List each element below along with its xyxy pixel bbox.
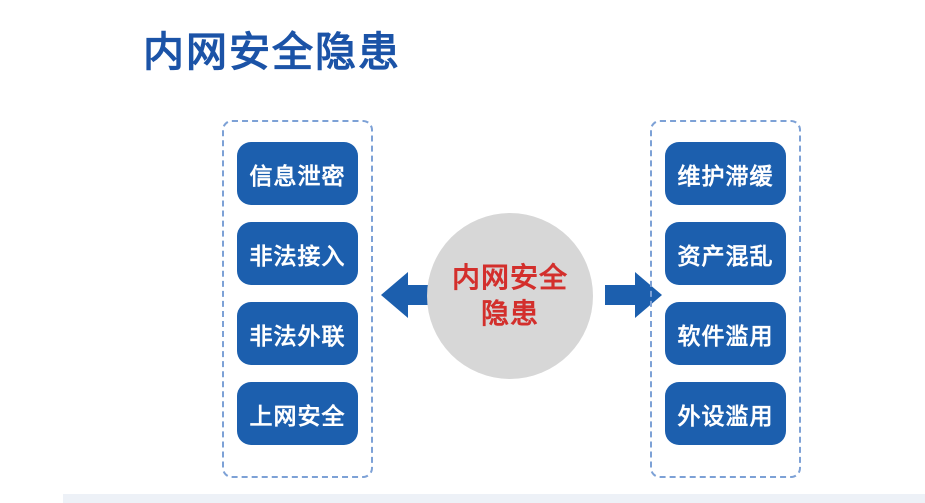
list-item-peripheral-abuse: 外设滥用 xyxy=(665,382,786,445)
list-item-label: 非法外联 xyxy=(249,322,346,349)
list-item-illegal-access: 非法接入 xyxy=(237,222,358,285)
list-item-label: 外设滥用 xyxy=(677,402,774,429)
left-arrow-head xyxy=(381,272,408,318)
center-circle: 内网安全 隐患 xyxy=(427,213,593,379)
list-item-maintenance-lag: 维护滞缓 xyxy=(665,142,786,205)
right-hazard-group: 维护滞缓 资产混乱 软件滥用 外设滥用 xyxy=(650,120,801,478)
center-label-line2: 隐患 xyxy=(480,298,539,329)
center-circle-label: 内网安全 隐患 xyxy=(452,260,568,332)
left-hazard-group: 信息泄密 非法接入 非法外联 上网安全 xyxy=(222,120,373,478)
center-label-line1: 内网安全 xyxy=(451,262,568,293)
right-arrow-shaft xyxy=(605,285,636,305)
list-item-illegal-outreach: 非法外联 xyxy=(237,302,358,365)
list-item-label: 信息泄密 xyxy=(249,162,346,189)
list-item-label: 资产混乱 xyxy=(677,242,774,269)
page-title: 内网安全隐患 xyxy=(143,29,401,75)
list-item-info-leak: 信息泄密 xyxy=(237,142,358,205)
list-item-software-abuse: 软件滥用 xyxy=(665,302,786,365)
list-item-label: 维护滞缓 xyxy=(677,162,774,189)
list-item-asset-chaos: 资产混乱 xyxy=(665,222,786,285)
bottom-strip xyxy=(63,494,925,503)
list-item-label: 软件滥用 xyxy=(677,322,774,349)
list-item-label: 上网安全 xyxy=(249,402,346,429)
list-item-internet-safety: 上网安全 xyxy=(237,382,358,445)
right-arrow-head xyxy=(635,272,662,318)
right-arrow-icon xyxy=(605,272,662,318)
list-item-label: 非法接入 xyxy=(249,242,346,269)
